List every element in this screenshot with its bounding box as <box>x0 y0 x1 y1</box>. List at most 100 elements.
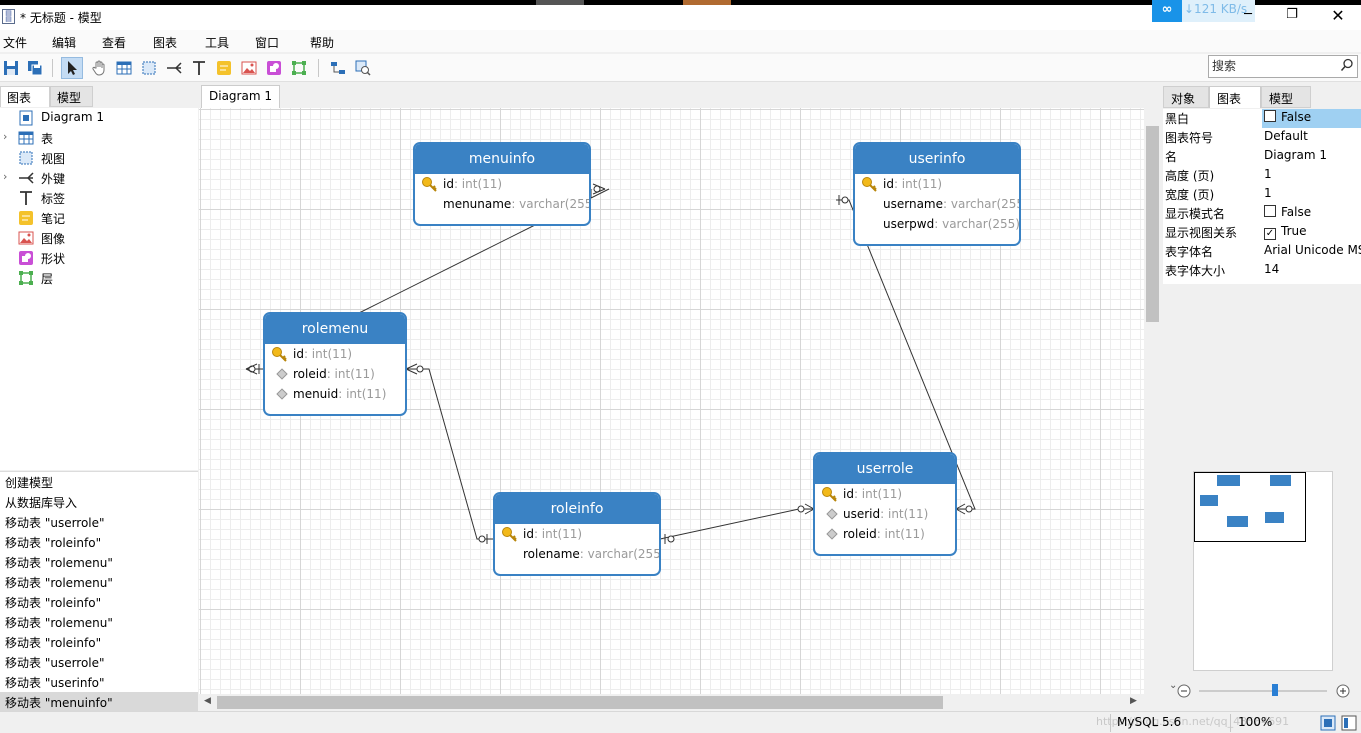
prop-value-checkbox[interactable]: False <box>1264 205 1311 219</box>
save-as-icon[interactable] <box>24 57 46 79</box>
tab-diagram-props[interactable]: 图表 <box>1209 86 1261 108</box>
tree-item-images[interactable]: 图像 <box>0 228 198 248</box>
scrollbar-thumb[interactable] <box>1146 126 1159 322</box>
tree-item-layers[interactable]: 层 <box>0 268 198 288</box>
foreign-key-icon[interactable] <box>163 57 185 79</box>
prop-row-notation[interactable]: 图表符号 Default <box>1163 128 1361 147</box>
expand-chevron-icon[interactable]: › <box>3 170 8 183</box>
field-row[interactable]: id: int(11) <box>415 174 589 194</box>
tree-item-tables[interactable]: › 表 <box>0 128 198 148</box>
scrollbar-thumb[interactable] <box>217 696 943 709</box>
field-row[interactable]: userpwd: varchar(255) <box>855 214 1019 234</box>
shape-icon[interactable] <box>263 57 285 79</box>
menu-window[interactable]: 窗口 <box>255 36 280 50</box>
history-item[interactable]: 移动表 "userrole" <box>5 516 105 530</box>
tree-item-diagram[interactable]: Diagram 1 <box>0 108 198 128</box>
minimize-button[interactable]: ─ <box>1244 7 1252 22</box>
menu-tools[interactable]: 工具 <box>205 36 230 50</box>
entity-userinfo[interactable]: userinfo id: int(11) username: varchar(2… <box>853 142 1021 246</box>
prop-value[interactable]: Arial Unicode MS <box>1264 243 1361 257</box>
tab-diagram-1[interactable]: Diagram 1 <box>201 85 280 108</box>
expand-chevron-icon[interactable]: › <box>3 130 8 143</box>
prop-row-name[interactable]: 名 Diagram 1 <box>1163 147 1361 166</box>
history-item[interactable]: 移动表 "roleinfo" <box>5 636 102 650</box>
checkbox-checked-icon[interactable]: ✓ <box>1264 228 1276 240</box>
tree-item-views[interactable]: 视图 <box>0 148 198 168</box>
field-row[interactable]: userid: int(11) <box>815 504 955 524</box>
entity-rolemenu[interactable]: rolemenu id: int(11) roleid: int(11) men… <box>263 312 407 416</box>
prop-value-checkbox[interactable]: False <box>1264 110 1311 124</box>
zoom-fit-icon[interactable] <box>352 57 374 79</box>
prop-row-font-name[interactable]: 表字体名 Arial Unicode MS <box>1163 242 1361 261</box>
prop-value[interactable]: Diagram 1 <box>1264 148 1327 162</box>
tab-object[interactable]: 对象 <box>1163 86 1209 108</box>
checkbox-unchecked-icon[interactable] <box>1264 205 1276 217</box>
field-row[interactable]: id: int(11) <box>815 484 955 504</box>
overview-minimap[interactable] <box>1193 471 1333 671</box>
menu-help[interactable]: 帮助 <box>310 36 335 50</box>
prop-row-show-view-relations[interactable]: 显示视图关系 ✓True <box>1163 223 1361 242</box>
label-icon[interactable] <box>188 57 210 79</box>
diagram-canvas[interactable]: menuinfo id: int(11) menuname: varchar(2… <box>199 108 1144 694</box>
tree-item-labels[interactable]: 标签 <box>0 188 198 208</box>
horizontal-scrollbar[interactable]: ◀ ▶ <box>199 694 1144 711</box>
prop-value[interactable]: 1 <box>1264 186 1272 200</box>
prop-row-font-size[interactable]: 表字体大小 14 <box>1163 261 1361 280</box>
entity-menuinfo[interactable]: menuinfo id: int(11) menuname: varchar(2… <box>413 142 591 226</box>
prop-value[interactable]: 14 <box>1264 262 1280 276</box>
layer-icon[interactable] <box>288 57 310 79</box>
checkbox-unchecked-icon[interactable] <box>1264 110 1276 122</box>
tab-diagram[interactable]: 图表 <box>0 86 50 107</box>
field-row[interactable]: id: int(11) <box>265 344 405 364</box>
field-row[interactable]: menuname: varchar(255) <box>415 194 589 214</box>
scroll-right-icon[interactable]: ▶ <box>1130 696 1137 706</box>
zoom-slider-track[interactable] <box>1199 690 1327 692</box>
save-icon[interactable] <box>0 57 22 79</box>
prop-row-show-schema[interactable]: 显示模式名 False <box>1163 204 1361 223</box>
field-row[interactable]: id: int(11) <box>855 174 1019 194</box>
prop-value[interactable]: Default <box>1264 129 1308 143</box>
history-item[interactable]: 移动表 "rolemenu" <box>5 616 113 630</box>
relation-userrole-roleinfo[interactable] <box>659 503 815 544</box>
entity-roleinfo[interactable]: roleinfo id: int(11) rolename: varchar(2… <box>493 492 661 576</box>
field-row[interactable]: id: int(11) <box>495 524 659 544</box>
scroll-left-icon[interactable]: ◀ <box>204 696 211 706</box>
view-icon[interactable] <box>138 57 160 79</box>
menu-diagram[interactable]: 图表 <box>153 36 178 50</box>
auto-layout-icon[interactable] <box>327 57 349 79</box>
prop-row-height[interactable]: 高度 (页) 1 <box>1163 166 1361 185</box>
tree-item-shapes[interactable]: 形状 <box>0 248 198 268</box>
relation-userrole-userinfo[interactable] <box>836 195 976 515</box>
menu-file[interactable]: 文件 <box>3 36 28 50</box>
prop-row-width[interactable]: 宽度 (页) 1 <box>1163 185 1361 204</box>
prop-value[interactable]: 1 <box>1264 167 1272 181</box>
zoom-out-icon[interactable] <box>1177 684 1191 698</box>
tab-model-props[interactable]: 模型 <box>1261 86 1311 108</box>
chevron-down-icon[interactable]: ⌄ <box>1169 680 1178 691</box>
history-item[interactable]: 移动表 "rolemenu" <box>5 576 113 590</box>
history-item[interactable]: 创建模型 <box>5 476 54 490</box>
search-input[interactable] <box>1209 56 1334 76</box>
tab-model[interactable]: 模型 <box>50 86 93 107</box>
history-item[interactable]: 从数据库导入 <box>5 496 78 510</box>
relation-rolemenu-roleinfo[interactable] <box>405 363 494 544</box>
history-item[interactable]: 移动表 "userrole" <box>5 656 105 670</box>
viewport-frame[interactable] <box>1194 472 1306 542</box>
history-item-selected[interactable]: 移动表 "menuinfo" <box>0 692 198 712</box>
vertical-scrollbar[interactable] <box>1144 108 1161 694</box>
history-item[interactable]: 移动表 "roleinfo" <box>5 596 102 610</box>
table-icon[interactable] <box>113 57 135 79</box>
search-icon[interactable] <box>1340 58 1354 72</box>
tree-item-notes[interactable]: 笔记 <box>0 208 198 228</box>
zoom-in-icon[interactable] <box>1336 684 1350 698</box>
history-item[interactable]: 移动表 "rolemenu" <box>5 556 113 570</box>
field-row[interactable]: username: varchar(255) <box>855 194 1019 214</box>
menu-view[interactable]: 查看 <box>102 36 127 50</box>
zoom-slider-thumb[interactable] <box>1272 684 1278 696</box>
history-item[interactable]: 移动表 "userinfo" <box>5 676 105 690</box>
field-row[interactable]: menuid: int(11) <box>265 384 405 404</box>
pointer-icon[interactable] <box>61 57 83 79</box>
close-button[interactable]: ✕ <box>1331 6 1345 25</box>
field-row[interactable]: roleid: int(11) <box>265 364 405 384</box>
field-row[interactable]: rolename: varchar(255) <box>495 544 659 564</box>
